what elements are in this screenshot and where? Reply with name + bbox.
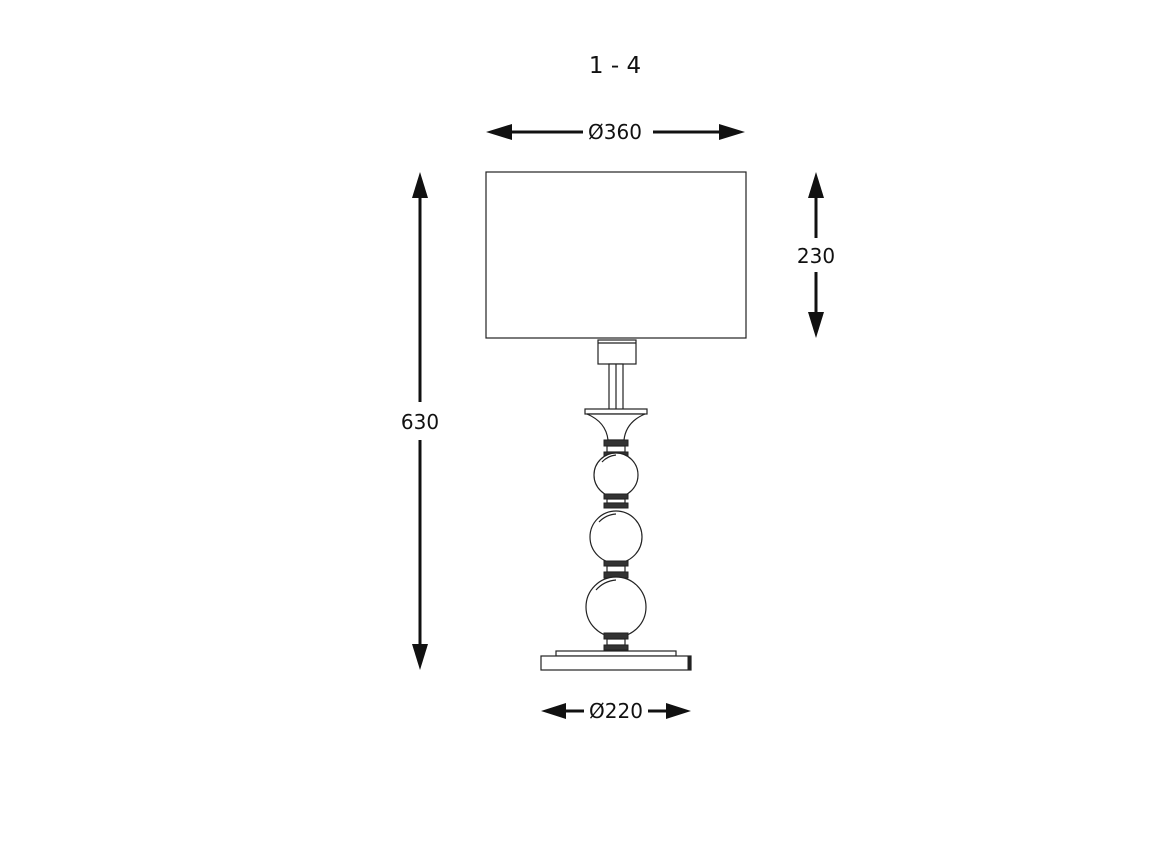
total-height-dimension: 630 bbox=[401, 172, 439, 670]
shade-height-dimension: 230 bbox=[797, 172, 835, 338]
base-plate bbox=[540, 655, 692, 671]
base-diameter-dimension: Ø220 bbox=[541, 699, 691, 723]
shade-height-label: 230 bbox=[797, 244, 835, 268]
total-height-label: 630 bbox=[401, 410, 439, 434]
arrow-right-icon bbox=[666, 703, 691, 719]
model-title: 1 - 4 bbox=[589, 53, 641, 79]
lamp-shade bbox=[485, 171, 747, 339]
shade-diameter-dimension: Ø360 bbox=[486, 120, 745, 144]
cup bbox=[586, 413, 646, 441]
sphere-medium bbox=[589, 510, 643, 564]
sphere-large bbox=[585, 576, 647, 638]
sphere-small bbox=[593, 452, 639, 498]
arrow-up-icon bbox=[412, 172, 428, 198]
arrow-down-icon bbox=[412, 644, 428, 670]
base-step bbox=[555, 650, 677, 657]
arrow-up-icon bbox=[808, 172, 824, 198]
arrow-left-icon bbox=[541, 703, 566, 719]
shade-diameter-label: Ø360 bbox=[588, 120, 642, 144]
collar bbox=[603, 439, 629, 447]
cup-rim bbox=[584, 408, 648, 415]
arrow-down-icon bbox=[808, 312, 824, 338]
arrow-right-icon bbox=[719, 124, 745, 140]
lamp-body bbox=[540, 339, 692, 671]
base-diameter-label: Ø220 bbox=[589, 699, 643, 723]
arrow-left-icon bbox=[486, 124, 512, 140]
